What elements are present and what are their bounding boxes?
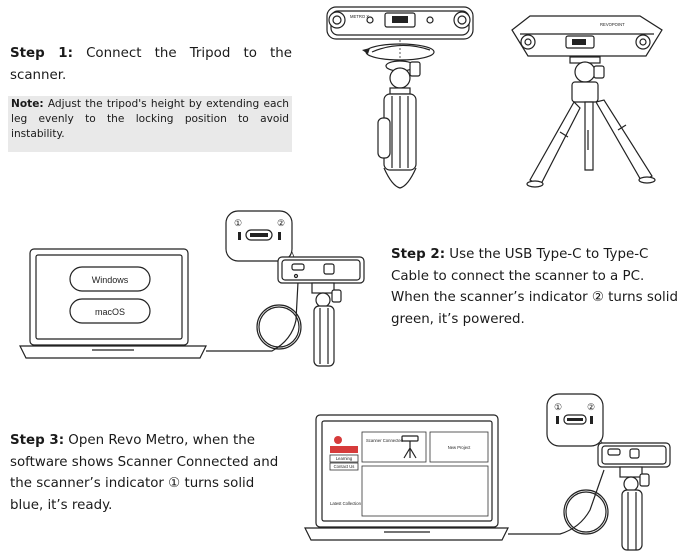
windows-label: Windows bbox=[92, 275, 129, 285]
macos-label: macOS bbox=[95, 307, 125, 317]
step2-text: Use the USB Type-C to Type-C Cable to co… bbox=[391, 247, 678, 327]
note-box: Note: Adjust the tripod's height by exte… bbox=[8, 96, 292, 152]
step2-label: Step 2: bbox=[391, 247, 446, 262]
windows-option bbox=[69, 266, 151, 292]
step1-label: Step 1: bbox=[10, 46, 73, 61]
macos-option bbox=[69, 298, 151, 324]
scanner-step3-illustration: ① ② bbox=[546, 393, 671, 551]
learning-item: Learning bbox=[336, 456, 353, 461]
scanner-brand-label: REVOPOINT bbox=[600, 22, 625, 27]
scanner-mounting-illustration: METRO X bbox=[326, 6, 474, 189]
note-label: Note: bbox=[11, 98, 44, 110]
scanner-on-tripod-illustration: REVOPOINT bbox=[511, 15, 663, 188]
scanner-connected-label: Scanner Connected bbox=[366, 438, 404, 443]
laptop-step3-illustration: Learning Contact Us Scanner Connected Ne… bbox=[304, 414, 605, 541]
scanner-step2-illustration: ① ② bbox=[225, 210, 365, 367]
step1-text: Connect the Tripod to the scanner. bbox=[10, 46, 293, 83]
note-text: Adjust the tripod's height by extending … bbox=[11, 98, 289, 140]
indicator-two-label: ② bbox=[277, 218, 285, 228]
new-project-label: New Project bbox=[448, 445, 471, 450]
step3-instruction: Step 3: Open Revo Metro, when the softwa… bbox=[10, 430, 290, 516]
laptop-step2-illustration: Windows macOS bbox=[19, 248, 299, 359]
contact-us-item: Contact Us bbox=[334, 464, 355, 469]
step2-instruction: Step 2: Use the USB Type-C to Type-C Cab… bbox=[391, 244, 681, 330]
latest-collection-label: Latest Collection bbox=[330, 501, 362, 506]
step3-label: Step 3: bbox=[10, 433, 65, 448]
indicator-one-label-step3: ① bbox=[554, 402, 562, 412]
indicator-two-label-step3: ② bbox=[587, 402, 595, 412]
step1-instruction: Step 1: Connect the Tripod to the scanne… bbox=[10, 43, 292, 86]
indicator-one-label: ① bbox=[234, 218, 242, 228]
step3-text: Open Revo Metro, when the software shows… bbox=[10, 433, 279, 513]
scanner-model-label: METRO X bbox=[350, 14, 369, 19]
